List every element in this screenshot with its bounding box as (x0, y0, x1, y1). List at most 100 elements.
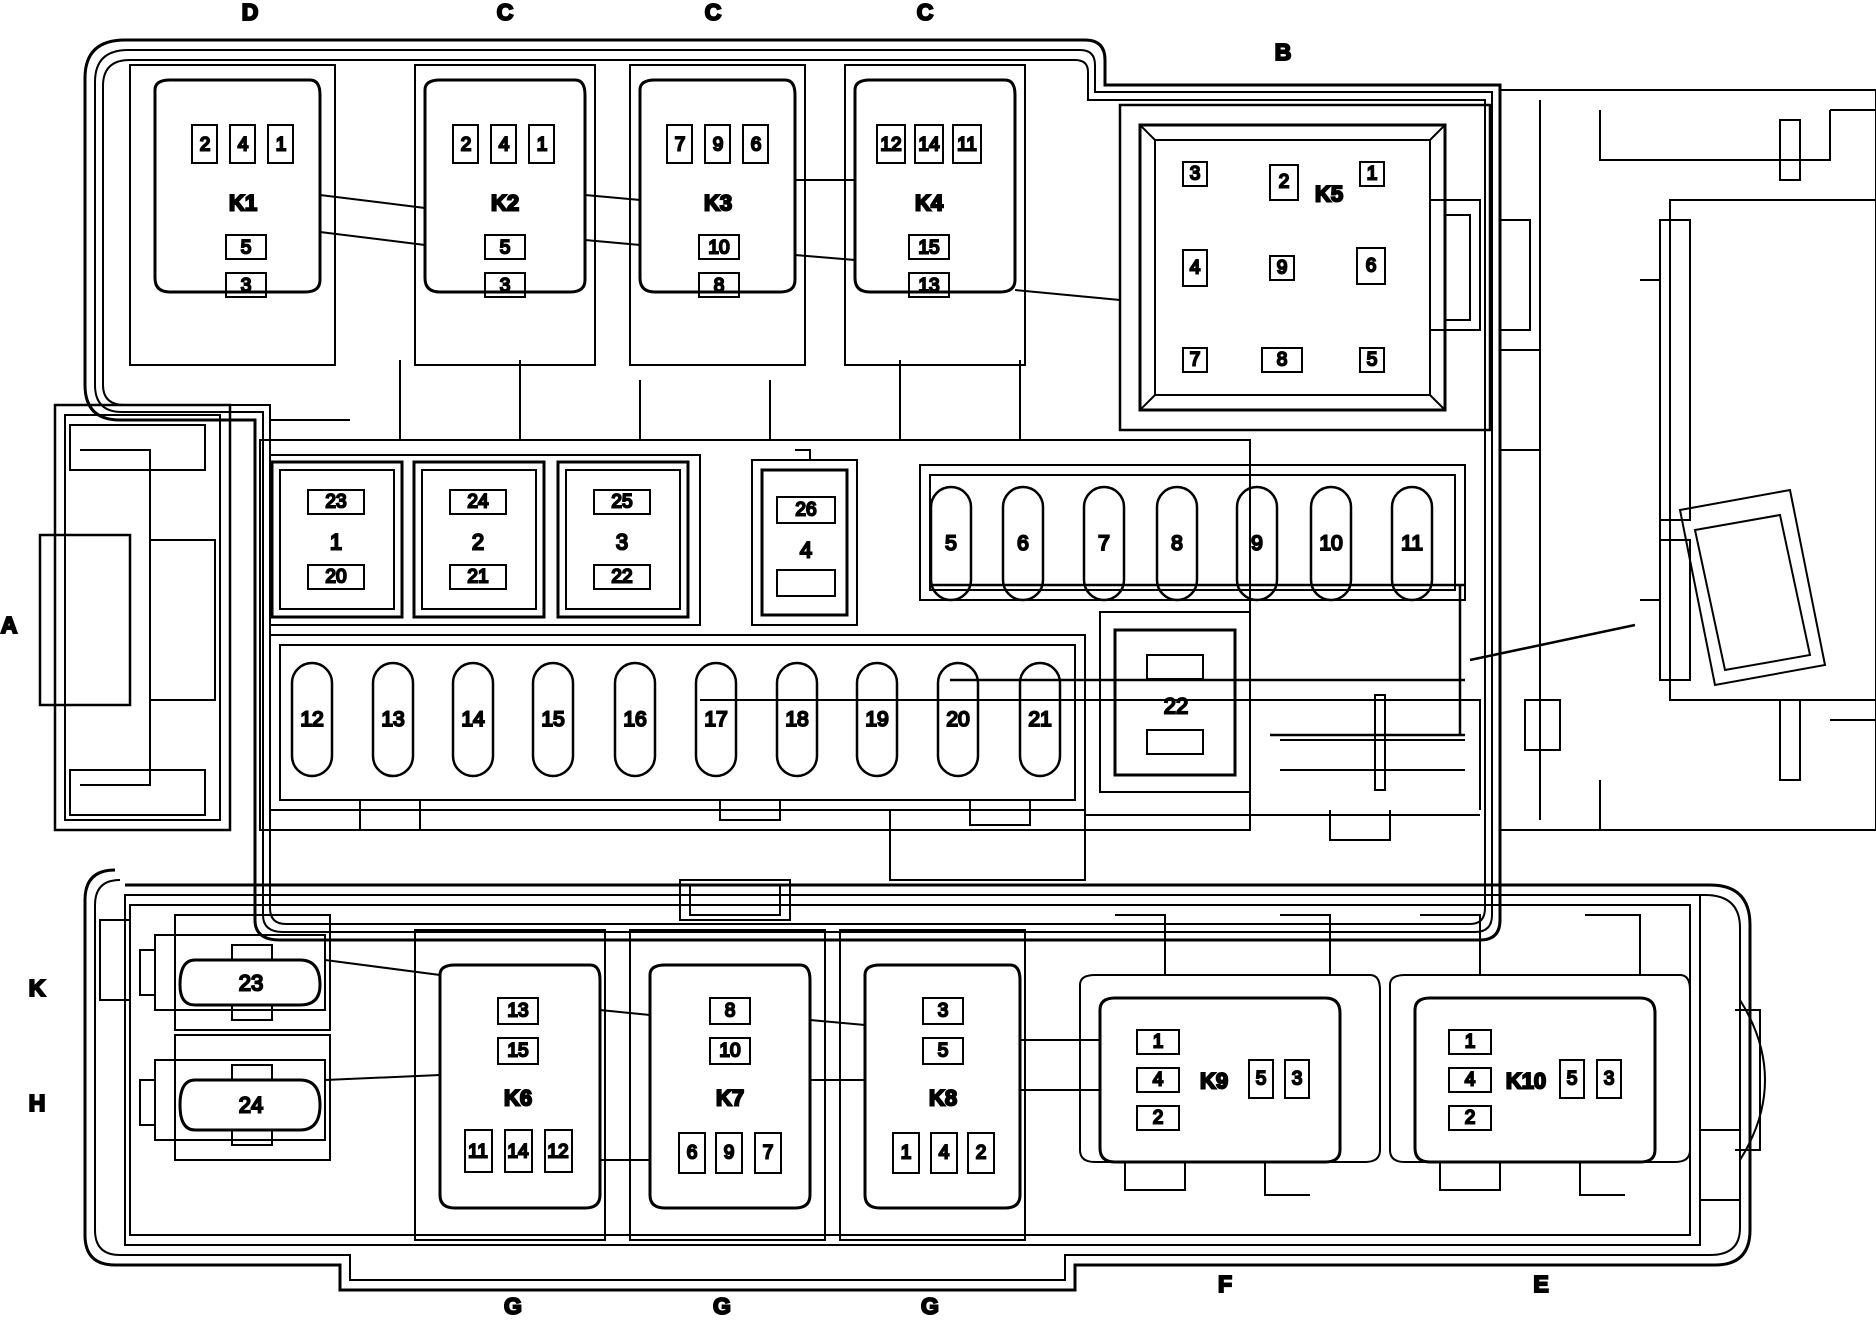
relay-k4-pin-label: 12 (880, 135, 901, 156)
side-label-b: B (1275, 39, 1292, 65)
relay-k4-pin-5 (908, 272, 950, 298)
mini-fuse-bottom-label: 19 (865, 708, 888, 731)
relay-k6-pin-label: 13 (507, 1001, 528, 1022)
relay-k2-pin-4 (484, 234, 526, 260)
relay-k8-pin-label: 1 (901, 1143, 912, 1164)
relay-k8-pin-label: 5 (938, 1041, 949, 1062)
side-label-g-3: G (921, 1293, 939, 1318)
relay-k3-pin-label: 10 (708, 238, 729, 259)
mini-fuse-bottom-slot (451, 661, 495, 778)
mini-fuse-top-label: 11 (1401, 532, 1423, 555)
mini-fuse-bottom-slot (855, 661, 899, 778)
upper-inner-panels (259, 360, 1481, 881)
relay-k10-pin-label: 3 (1604, 1069, 1615, 1090)
mini-fuse-top-label: 5 (945, 532, 957, 555)
relay-k5-pin-label: 1 (1367, 164, 1378, 185)
relay-k1-pin-2 (229, 124, 256, 164)
maxi-fuse-4 (751, 449, 858, 626)
relay-k7-pin-label: 9 (724, 1143, 735, 1164)
mini-fuse-bottom-label: 18 (785, 708, 808, 731)
relay-k4-pin-4 (908, 234, 950, 260)
mini-fuse-bottom-label: 13 (381, 708, 404, 731)
relay-k5 (1118, 103, 1492, 432)
fuse-3-top-label: 25 (611, 492, 632, 513)
relay-k2-pin-2 (490, 124, 517, 164)
mini-fuse-bottom-slot (775, 661, 819, 778)
mini-fuse-bottom-label: 15 (541, 708, 564, 731)
relay-k4-pin-3 (952, 124, 982, 164)
mini-fuse-top-slot (1235, 485, 1279, 602)
relay-k2-name: K2 (491, 191, 519, 216)
maxi-fuse-3 (556, 460, 690, 619)
maxi-fuse-22 (1099, 611, 1251, 793)
relay-k5-pin-label: 8 (1277, 350, 1288, 371)
lower-block-housing (83, 868, 1766, 1292)
relay-k9-name: K9 (1200, 1069, 1228, 1094)
relay-k6-pin-label: 15 (507, 1041, 528, 1062)
relay-k10 (1389, 914, 1691, 1196)
relay-k8-name: K8 (929, 1086, 957, 1111)
relay-k3-pin-5 (698, 272, 740, 298)
relay-k1-pin-3 (267, 124, 294, 164)
mini-fuse-bottom-label: 20 (946, 708, 969, 731)
mini-fuse-top-label: 6 (1017, 532, 1029, 555)
fuse-22-name: 22 (1164, 694, 1188, 719)
fuse-3-name: 3 (616, 530, 628, 555)
mini-fuse-bottom-slot (531, 661, 575, 778)
fuse-1-top-label: 23 (325, 492, 346, 513)
relay-k8-pin-label: 2 (976, 1143, 987, 1164)
relay-k1-pin-label: 1 (276, 135, 287, 156)
mini-fuse-top-slot (929, 485, 973, 602)
side-label-e: E (1533, 1271, 1548, 1297)
relay-k6-pin-label: 12 (547, 1142, 568, 1163)
mini-fuse-bottom-slot (936, 661, 980, 778)
relay-k5-pin-label: 9 (1277, 258, 1288, 279)
relay-k2-pin-label: 3 (500, 276, 511, 297)
mini-fuse-top-slot (1082, 485, 1126, 602)
relay-k2-pin-3 (528, 124, 555, 164)
maxi-fuse-1 (270, 460, 404, 619)
relay-k10-name: K10 (1506, 1069, 1546, 1094)
relay-k1-pin-1 (191, 124, 218, 164)
mini-fuse-top-slot (1309, 485, 1353, 602)
relay-k3-pin-3 (742, 124, 769, 164)
mini-fuse-bottom-label: 12 (300, 708, 323, 731)
relay-k2 (414, 64, 596, 366)
relay-k4-pin-label: 15 (918, 238, 939, 259)
relay-k1-pin-label: 4 (238, 135, 249, 156)
mini-fuse-bottom-slot (290, 661, 334, 778)
relay-k9-pin-label: 5 (1256, 1069, 1267, 1090)
relay-k5-pin-4 (1182, 249, 1208, 287)
relay-k7 (629, 929, 826, 1241)
side-label-c-3: C (917, 0, 934, 25)
relay-k7-pin-label: 6 (687, 1143, 698, 1164)
relay-k8 (839, 929, 1026, 1241)
relay-k5-pin-label: 6 (1366, 256, 1377, 277)
relay-k5-pin-6 (1356, 247, 1386, 285)
relay-k5-pin-7 (1182, 347, 1208, 373)
relay-k2-pin-label: 5 (500, 238, 511, 259)
relay-k7-pin-label: 8 (725, 1001, 736, 1022)
side-label-f: F (1218, 1271, 1232, 1297)
relay-k5-pin-8 (1261, 347, 1303, 373)
connector-a-housing (38, 403, 232, 832)
relay-k5-pin-label: 5 (1367, 350, 1378, 371)
mini-fuse-top-label: 7 (1098, 532, 1110, 555)
relay-k2-pin-1 (452, 124, 479, 164)
fuse-24-name: 24 (239, 1093, 263, 1118)
side-label-a: A (1, 612, 18, 638)
relay-k9-pin-label: 4 (1153, 1070, 1164, 1091)
mini-fuse-bottom-slot (371, 661, 415, 778)
relay-k4 (844, 64, 1026, 366)
relay-k5-name: K5 (1315, 182, 1343, 207)
relay-k4-pin-label: 14 (918, 135, 940, 156)
relay-k5-pin-9 (1359, 347, 1385, 373)
fuse-4-name: 4 (800, 538, 812, 563)
relay-k5-pin-3 (1359, 161, 1385, 187)
relay-k5-pin-label: 2 (1279, 172, 1290, 193)
side-label-k: K (29, 975, 46, 1001)
relay-k3-name: K3 (704, 191, 732, 216)
fuse-bus-lines (930, 583, 1465, 737)
